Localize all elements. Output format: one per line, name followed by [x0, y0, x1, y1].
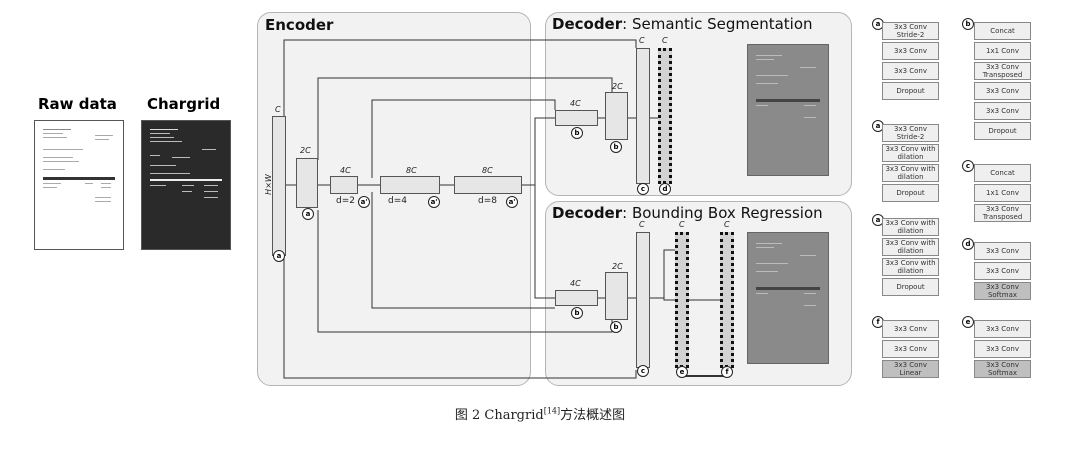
- encoder-8c-block-1: [380, 176, 440, 194]
- encoder-title: Encoder: [265, 16, 334, 34]
- encoder-2c-block: [296, 158, 318, 208]
- legend-b-row-1: Concat: [974, 22, 1031, 40]
- legend-b-row-2: 1x1 Conv: [974, 42, 1031, 60]
- caption-reference: [14]: [543, 406, 561, 416]
- legend-e-row-3: 3x3 Conv Softmax: [974, 360, 1031, 378]
- seg-mark-c: c: [637, 183, 649, 195]
- box-c-block: [636, 232, 650, 368]
- seg-mark-b2: b: [610, 141, 622, 153]
- encoder-mark-a-bottom: a: [273, 250, 285, 262]
- caption-prefix: 图 2 Chargrid: [454, 408, 544, 423]
- box-4c-block: [555, 290, 598, 306]
- legend-c-row-1: Concat: [974, 164, 1031, 182]
- legend-f-row-2: 3x3 Conv: [882, 340, 939, 358]
- legend-c-mark: c: [962, 160, 974, 172]
- legend-a2-row-2: 3x3 Conv with dilation: [882, 238, 939, 256]
- encoder-d8-label: d=8: [478, 196, 497, 206]
- raw-data-title: Raw data: [38, 95, 117, 113]
- legend-a-row-4: Dropout: [882, 82, 939, 100]
- legend-e-row-1: 3x3 Conv: [974, 320, 1031, 338]
- box-mark-b1: b: [571, 307, 583, 319]
- box-2c-label: 2C: [612, 262, 623, 271]
- box-c-label: C: [639, 220, 645, 229]
- legend-b-row-3: 3x3 Conv Transposed: [974, 62, 1031, 80]
- encoder-8c-label-1: 8C: [406, 166, 417, 175]
- box-mark-e: e: [676, 366, 688, 378]
- box-2c-block: [605, 272, 628, 320]
- encoder-mark-a2: a': [428, 196, 440, 208]
- box-output-c-label-2: C: [724, 220, 730, 229]
- box-mark-b2: b: [610, 321, 622, 333]
- seg-output-image: [747, 44, 829, 176]
- seg-c-label: C: [639, 36, 645, 45]
- box-output-image: [747, 232, 829, 364]
- figure-caption: 图 2 Chargrid[14]方法概述图: [0, 404, 1080, 423]
- legend-a1-row-1: 3x3 Conv Stride-2: [882, 124, 939, 142]
- encoder-8c-block-2: [454, 176, 522, 194]
- encoder-input-block: [272, 116, 286, 256]
- seg-2c-label: 2C: [612, 82, 623, 91]
- box-mark-f: f: [721, 366, 733, 378]
- legend-d-row-1: 3x3 Conv: [974, 242, 1031, 260]
- legend-a-row-1: 3x3 Conv Stride-2: [882, 22, 939, 40]
- seg-output-block: [658, 48, 672, 184]
- seg-mark-b1: b: [571, 127, 583, 139]
- caption-suffix: 方法概述图: [560, 408, 626, 423]
- box-mark-c: c: [637, 365, 649, 377]
- legend-a2-row-3: 3x3 Conv with dilation: [882, 258, 939, 276]
- decoder-bbox-title: Decoder: Bounding Box Regression: [552, 204, 823, 222]
- encoder-mark-a: a: [302, 208, 314, 220]
- legend-b-row-5: 3x3 Conv: [974, 102, 1031, 120]
- legend-c-row-3: 3x3 Conv Transposed: [974, 204, 1031, 222]
- legend-f-row-1: 3x3 Conv: [882, 320, 939, 338]
- legend-b-row-6: Dropout: [974, 122, 1031, 140]
- legend-b-mark: b: [962, 18, 974, 30]
- encoder-c-label: C: [275, 105, 281, 114]
- seg-4c-block: [555, 110, 598, 126]
- seg-mark-d: d: [659, 183, 671, 195]
- encoder-hw-label: H×W: [263, 174, 273, 195]
- encoder-d2-label: d=2: [336, 196, 355, 206]
- encoder-mark-a3: a': [506, 196, 518, 208]
- encoder-4c-label: 4C: [340, 166, 351, 175]
- legend-b-row-4: 3x3 Conv: [974, 82, 1031, 100]
- legend-a2-row-1: 3x3 Conv with dilation: [882, 218, 939, 236]
- legend-d-mark: d: [962, 238, 974, 250]
- decoder-segmentation-title: Decoder: Semantic Segmentation: [552, 15, 813, 33]
- legend-a1-row-4: Dropout: [882, 184, 939, 202]
- legend-a-row-3: 3x3 Conv: [882, 62, 939, 80]
- chargrid-image: [141, 120, 231, 250]
- encoder-8c-label-2: 8C: [482, 166, 493, 175]
- legend-a1-row-2: 3x3 Conv with dilation: [882, 144, 939, 162]
- legend-a-row-2: 3x3 Conv: [882, 42, 939, 60]
- seg-4c-label: 4C: [570, 99, 581, 108]
- legend-d-row-3: 3x3 Conv Softmax: [974, 282, 1031, 300]
- legend-e-mark: e: [962, 316, 974, 328]
- encoder-4c-block: [330, 176, 358, 194]
- legend-f-row-3: 3x3 Conv Linear: [882, 360, 939, 378]
- encoder-2c-label: 2C: [300, 146, 311, 155]
- raw-document-image: [34, 120, 124, 250]
- legend-a1-row-3: 3x3 Conv with dilation: [882, 164, 939, 182]
- seg-2c-block: [605, 92, 628, 140]
- box-output-block-1: [675, 232, 689, 368]
- chargrid-title: Chargrid: [147, 95, 221, 113]
- box-output-c-label-1: C: [679, 220, 685, 229]
- box-output-block-2: [720, 232, 734, 368]
- legend-d-row-2: 3x3 Conv: [974, 262, 1031, 280]
- legend-c-row-2: 1x1 Conv: [974, 184, 1031, 202]
- legend-e-row-2: 3x3 Conv: [974, 340, 1031, 358]
- encoder-d4-label: d=4: [388, 196, 407, 206]
- box-4c-label: 4C: [570, 279, 581, 288]
- legend-a2-row-4: Dropout: [882, 278, 939, 296]
- encoder-mark-a1: a': [358, 196, 370, 208]
- seg-c-block: [636, 48, 650, 184]
- seg-output-c-label: C: [662, 36, 668, 45]
